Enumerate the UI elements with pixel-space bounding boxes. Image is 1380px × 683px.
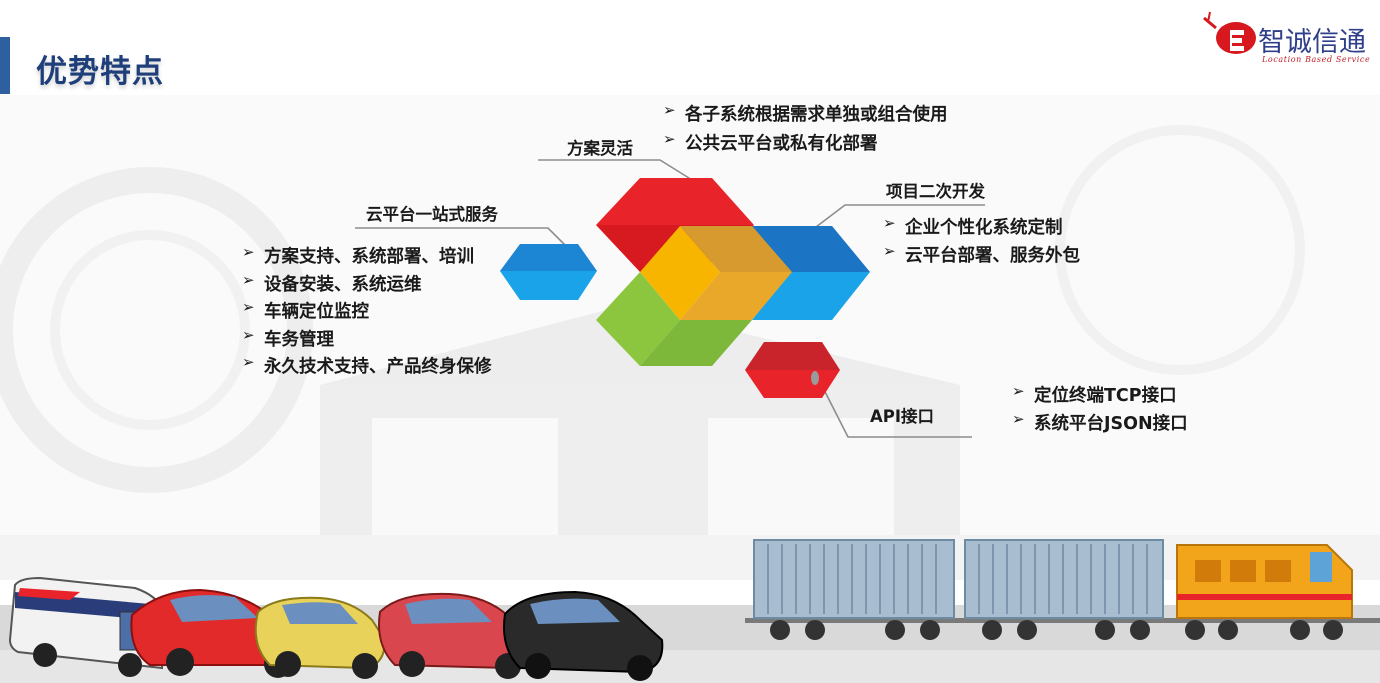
label-cloud-one-stop-service: 云平台一站式服务 bbox=[366, 205, 498, 224]
list-item: ➢车辆定位监控 bbox=[242, 298, 369, 322]
logo-tagline: Location Based Service bbox=[1262, 55, 1371, 64]
list-item: ➢定位终端TCP接口 bbox=[1012, 382, 1177, 406]
arrow-bullet-icon: ➢ bbox=[1012, 382, 1025, 400]
list-item: ➢各子系统根据需求单独或组合使用 bbox=[663, 101, 948, 125]
feature-cube-cluster bbox=[500, 178, 870, 398]
logo-name: 智诚信通 bbox=[1258, 27, 1366, 58]
car-yellow bbox=[254, 596, 387, 679]
cube-small-blue-top bbox=[500, 244, 597, 271]
cube-small-red-top bbox=[745, 342, 840, 370]
arrow-bullet-icon: ➢ bbox=[883, 242, 896, 260]
train-locomotive bbox=[1176, 544, 1353, 640]
train-container-car-2 bbox=[964, 539, 1164, 640]
list-flexible-solution: ➢各子系统根据需求单独或组合使用 ➢公共云平台或私有化部署 bbox=[663, 101, 948, 159]
arrow-bullet-icon: ➢ bbox=[242, 270, 255, 289]
car-pink-red bbox=[378, 592, 532, 679]
cube-green-right bbox=[640, 320, 752, 366]
arrow-bullet-icon: ➢ bbox=[242, 243, 255, 261]
cube-orange-top bbox=[680, 226, 792, 272]
arrow-bullet-icon: ➢ bbox=[242, 325, 255, 344]
arrow-bullet-icon: ➢ bbox=[242, 353, 255, 371]
label-secondary-development: 项目二次开发 bbox=[886, 182, 985, 201]
cube-yellow-left bbox=[640, 226, 720, 320]
cube-small-blue-bottom bbox=[500, 271, 597, 300]
list-item: ➢系统平台JSON接口 bbox=[1012, 410, 1188, 434]
list-cloud-one-stop-service: ➢方案支持、系统部署、培训 ➢设备安装、系统运维 ➢车辆定位监控 ➢车务管理 ➢… bbox=[242, 243, 492, 381]
arrow-bullet-icon: ➢ bbox=[1012, 410, 1025, 428]
train-container-car-1 bbox=[753, 539, 955, 640]
cube-red-top bbox=[596, 178, 754, 225]
arrow-bullet-icon: ➢ bbox=[883, 214, 896, 232]
list-api-interface: ➢定位终端TCP接口 ➢系统平台JSON接口 bbox=[1012, 382, 1188, 438]
arrow-bullet-icon: ➢ bbox=[242, 298, 255, 316]
cube-green-left bbox=[596, 272, 680, 366]
arrow-bullet-icon: ➢ bbox=[663, 130, 676, 148]
list-item: ➢车务管理 bbox=[242, 325, 334, 350]
label-api-interface: API接口 bbox=[870, 407, 935, 426]
logo-e-icon bbox=[1203, 11, 1256, 54]
list-item: ➢云平台部署、服务外包 bbox=[883, 242, 1080, 266]
list-secondary-development: ➢企业个性化系统定制 ➢云平台部署、服务外包 bbox=[883, 214, 1080, 270]
cube-orange-right bbox=[680, 272, 792, 320]
list-item: ➢永久技术支持、产品终身保修 bbox=[242, 353, 492, 377]
title-accent-bar bbox=[0, 37, 10, 94]
vehicles-illustration bbox=[8, 539, 1380, 681]
cube-small-red-bottom bbox=[745, 370, 840, 398]
label-flexible-solution: 方案灵活 bbox=[567, 139, 633, 158]
list-item: ➢企业个性化系统定制 bbox=[883, 214, 1063, 238]
list-item: ➢公共云平台或私有化部署 bbox=[663, 130, 878, 154]
list-item: ➢方案支持、系统部署、培训 bbox=[242, 243, 474, 267]
list-item: ➢设备安装、系统运维 bbox=[242, 270, 422, 295]
car-black bbox=[503, 590, 664, 681]
arrow-bullet-icon: ➢ bbox=[663, 101, 676, 119]
page-title: 优势特点 bbox=[36, 54, 164, 90]
